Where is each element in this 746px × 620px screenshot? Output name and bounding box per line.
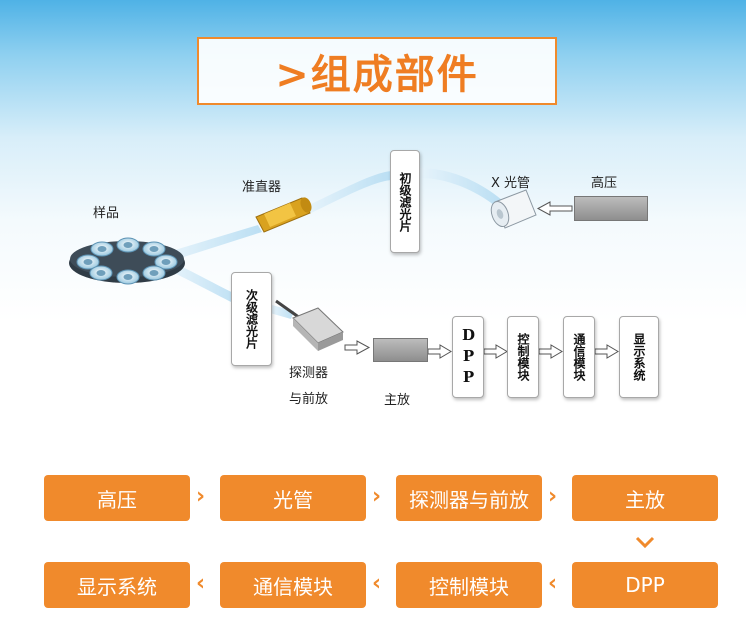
detector-label-line2: 与前放 (289, 392, 329, 407)
diagram-graphics (69, 168, 619, 359)
secondary-filter-label: 次级滤光片 (244, 289, 259, 349)
display-system-label: 显示系统 (632, 333, 646, 381)
chevron-down-icon (635, 536, 655, 548)
control-module-box: 控制模块 (507, 316, 539, 398)
beam-sample-to-collimator (165, 225, 262, 262)
hollow-arrows (344, 201, 619, 359)
xray-tube-label: X 光管 (491, 176, 531, 191)
arrow-detector-to-amp (344, 340, 371, 355)
chevron-right-icon: › (548, 484, 558, 509)
comm-module-box: 通信模块 (563, 316, 595, 398)
detector-label-line1: 探测器 (289, 366, 329, 381)
primary-filter-box: 初级滤光片 (390, 150, 420, 253)
flow-step-main-amp: 主放 (572, 475, 718, 521)
secondary-filter-box: 次级滤光片 (231, 272, 272, 366)
arrow-amp-to-dpp (427, 344, 452, 359)
flow-step-dpp: DPP (572, 562, 718, 608)
arrow-hv-to-tube (536, 201, 573, 216)
beam-sample-to-secondary-filter (168, 262, 240, 305)
sample-tray-graphic (69, 237, 185, 285)
flow-step-control-module: 控制模块 (396, 562, 542, 608)
main-amp-block (373, 338, 428, 362)
chevron-left-icon: ‹ (196, 571, 206, 596)
flow-step-detector: 探测器与前放 (396, 475, 542, 521)
beam-to-xray-tube (420, 168, 502, 208)
title-box: >组成部件 (197, 37, 557, 105)
xray-tube-graphic (490, 189, 537, 229)
comm-module-label: 通信模块 (572, 333, 586, 381)
detector-graphic (275, 299, 344, 351)
arrow-comm-to-display (594, 344, 619, 359)
flow-step-comm-module: 通信模块 (220, 562, 366, 608)
primary-filter-label: 初级滤光片 (398, 171, 412, 232)
high-voltage-label: 高压 (591, 176, 618, 191)
chevron-left-icon: ‹ (548, 571, 558, 596)
display-system-box: 显示系统 (619, 316, 659, 398)
chevron-right-icon: › (196, 484, 206, 509)
beam-to-primary-filter (305, 171, 392, 214)
chevron-right-icon: › (372, 484, 382, 509)
flow-step-tube: 光管 (220, 475, 366, 521)
flow-step-high-voltage: 高压 (44, 475, 190, 521)
collimator-graphic (255, 197, 312, 233)
dpp-label: DPP (459, 325, 478, 389)
high-voltage-block (574, 196, 648, 221)
flow-step-display-system: 显示系统 (44, 562, 190, 608)
main-amp-label: 主放 (384, 393, 411, 408)
arrow-dpp-to-control (483, 344, 508, 359)
chevron-left-icon: ‹ (372, 571, 382, 596)
control-module-label: 控制模块 (516, 333, 530, 381)
arrow-control-to-comm (538, 344, 563, 359)
slide-title: >组成部件 (275, 52, 479, 98)
dpp-box: DPP (452, 316, 484, 398)
sample-label: 样品 (93, 206, 120, 221)
beam-secondary-filter-to-detector (270, 305, 294, 319)
collimator-label: 准直器 (242, 180, 282, 195)
